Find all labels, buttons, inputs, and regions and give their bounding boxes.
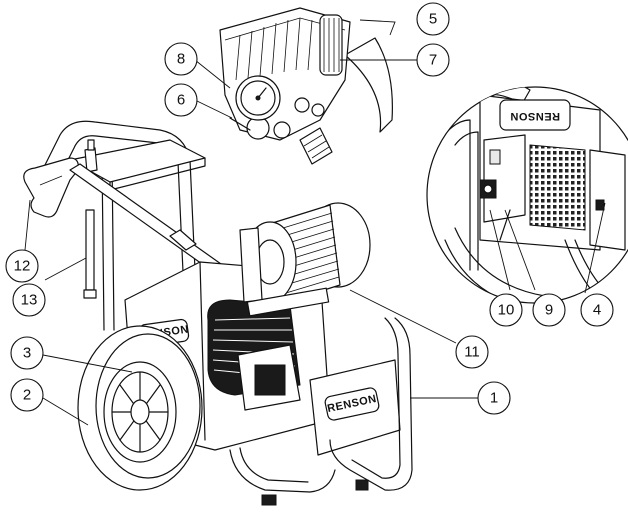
callout-6: 6 (164, 83, 198, 117)
callout-9-label: 9 (545, 302, 553, 319)
callout-13: 13 (12, 283, 46, 317)
callout-1: 1 (477, 381, 511, 415)
callout-11-label: 11 (464, 344, 480, 361)
callout-8-label: 8 (177, 51, 185, 68)
callout-12-label: 12 (14, 258, 31, 275)
callout-2-label: 2 (23, 387, 31, 404)
callout-3-label: 3 (23, 345, 31, 362)
callout-4: 4 (580, 293, 614, 327)
callout-7-label: 7 (429, 52, 437, 69)
callouts: 1 2 3 4 5 6 7 8 (5, 2, 614, 426)
callout-7: 7 (416, 43, 450, 77)
callout-3: 3 (10, 336, 44, 370)
callout-2: 2 (10, 378, 44, 412)
callout-5-label: 5 (429, 11, 437, 28)
callout-10-label: 10 (498, 302, 515, 319)
callout-11: 11 (455, 335, 489, 369)
callout-5: 5 (416, 2, 450, 36)
callout-9: 9 (532, 293, 566, 327)
callout-1-label: 1 (490, 390, 498, 407)
callout-13-label: 13 (21, 292, 38, 309)
pressure-washer-body: RENSON RENSON (23, 120, 413, 506)
control-panel-detail: RENSON (426, 86, 628, 304)
callout-6-label: 6 (177, 92, 185, 109)
pump-assembly (219, 7, 393, 165)
callout-10: 10 (489, 293, 523, 327)
callout-4-label: 4 (593, 302, 601, 319)
detail-brand-logo: RENSON (510, 110, 560, 122)
callout-8: 8 (164, 42, 198, 76)
callout-12: 12 (5, 249, 39, 283)
